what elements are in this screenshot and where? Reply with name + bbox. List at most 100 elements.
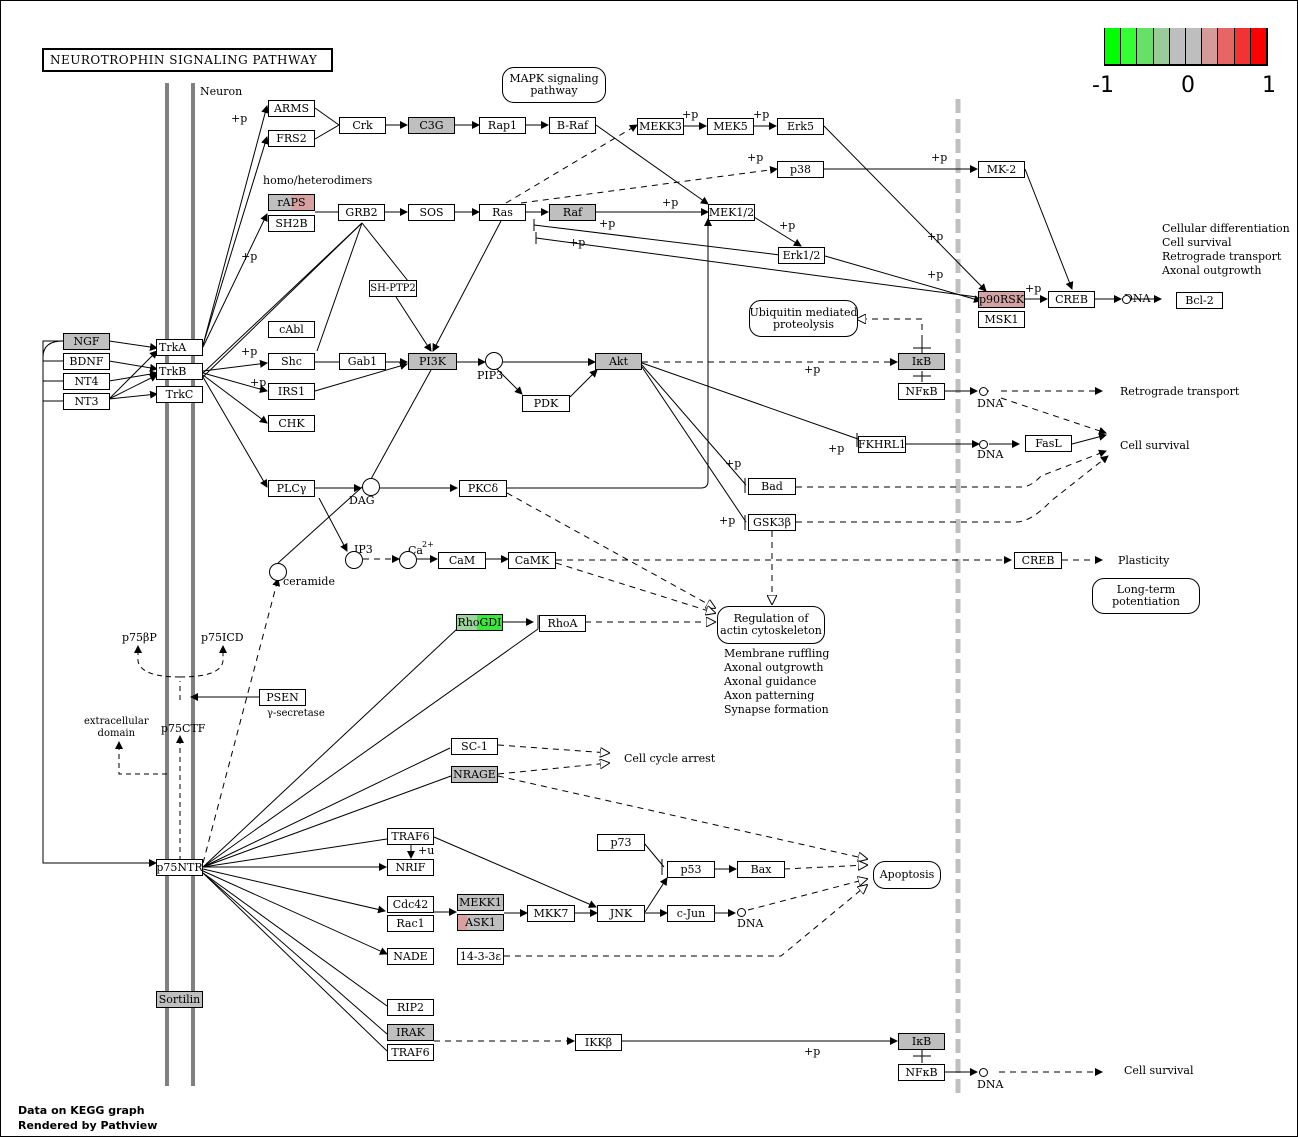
gene-node-psen[interactable]: PSEN [259, 689, 306, 706]
gene-node-fasl[interactable]: FasL [1025, 435, 1072, 452]
gene-node-bcl2[interactable]: Bcl-2 [1176, 292, 1223, 309]
gene-node-bad[interactable]: Bad [748, 478, 796, 495]
gene-node-sc1[interactable]: SC-1 [451, 738, 498, 755]
gene-node-p90rsk[interactable]: p90RSK [978, 291, 1025, 308]
phosphorylation-label: +p [662, 196, 679, 209]
pathway-link-apoptosis[interactable]: Apoptosis [873, 861, 941, 889]
gene-node-mek12[interactable]: MEK1/2 [708, 204, 755, 221]
gene-node-ngf[interactable]: NGF [63, 333, 110, 350]
gene-node-rhoa[interactable]: RhoA [539, 615, 586, 632]
dag-label: DAG [349, 494, 375, 507]
gene-node-creb[interactable]: CREB [1048, 291, 1095, 308]
gene-node-mk2[interactable]: MK-2 [978, 161, 1025, 178]
gene-node-ras[interactable]: Ras [479, 204, 526, 221]
gene-node-trka[interactable]: TrkA [156, 339, 203, 356]
cell-cycle-arrest-label: Cell cycle arrest [624, 752, 716, 765]
gene-node-14-3-3e[interactable]: 14-3-3ε [457, 948, 504, 965]
gene-node-bax[interactable]: Bax [737, 861, 785, 878]
gene-node-pdk[interactable]: PDK [522, 395, 570, 412]
pathway-link-actin[interactable]: Regulation of actin cytoskeleton [717, 606, 825, 644]
gene-node-nrage[interactable]: NRAGE [451, 766, 498, 783]
gene-node-irs1[interactable]: IRS1 [268, 383, 315, 400]
gene-node-nt3[interactable]: NT3 [63, 393, 110, 410]
pathway-title: NEUROTROPHIN SIGNALING PATHWAY [42, 48, 333, 72]
gene-node-grb2[interactable]: GRB2 [338, 204, 385, 221]
p75ctf-label: p75CTF [161, 722, 206, 735]
pathway-link-ubiquitin[interactable]: Ubiquitin mediated proteolysis [749, 300, 858, 337]
gene-node-chk[interactable]: CHK [268, 415, 315, 432]
gene-node-pi3k[interactable]: PI3K [408, 353, 457, 370]
gene-node-shptp2[interactable]: SH-PTP2 [369, 280, 417, 297]
legend-swatch [1217, 28, 1234, 64]
gene-node-nt4[interactable]: NT4 [63, 373, 110, 390]
gene-node-trkb[interactable]: TrkB [156, 363, 203, 380]
gene-node-gab1[interactable]: Gab1 [339, 353, 386, 370]
gene-node-msk1[interactable]: MSK1 [978, 311, 1025, 328]
gene-node-nfkb[interactable]: NFκB [898, 383, 945, 400]
phosphorylation-label: +p [931, 151, 948, 164]
plasticity-label: Plasticity [1118, 554, 1170, 567]
gene-node-p75ntr[interactable]: p75NTR [156, 859, 203, 876]
gene-node-shc[interactable]: Shc [268, 353, 315, 370]
gene-node-cabl[interactable]: cAbl [268, 321, 315, 338]
gene-node-rip2[interactable]: RIP2 [387, 999, 434, 1016]
gene-node-traf6[interactable]: TRAF6 [387, 1044, 434, 1061]
gene-node-nade[interactable]: NADE [387, 948, 434, 965]
gene-node-p38[interactable]: p38 [777, 161, 824, 178]
gene-node-rac1[interactable]: Rac1 [387, 915, 434, 932]
gene-node-cjun[interactable]: c-Jun [667, 905, 715, 922]
gene-node-rhogdi[interactable]: RhoGDI [456, 614, 503, 631]
gene-node-trkc[interactable]: TrkC [156, 386, 203, 403]
gene-node-erk12[interactable]: Erk1/2 [778, 247, 825, 264]
gene-node-sos[interactable]: SOS [408, 204, 455, 221]
gene-node-pkcd[interactable]: PKCδ [459, 480, 507, 497]
gene-node-c3g[interactable]: C3G [408, 117, 455, 134]
gene-node-fkhrl1[interactable]: FKHRL1 [858, 436, 906, 453]
phosphorylation-label: +p [927, 230, 944, 243]
legend-swatch [1201, 28, 1218, 64]
phosphorylation-label: +p [599, 217, 616, 230]
phosphorylation-label: +p [804, 363, 821, 376]
gene-node-mek5[interactable]: MEK5 [707, 118, 754, 135]
dna-node [1122, 295, 1131, 304]
pathway-link-mapk[interactable]: MAPK signaling pathway [502, 67, 606, 103]
gene-node-ikb[interactable]: IκB [898, 1033, 945, 1050]
pathway-link-ltp[interactable]: Long-term potentiation [1092, 578, 1200, 614]
gene-node-nfkb[interactable]: NFκB [898, 1064, 945, 1081]
gene-node-ikkb[interactable]: IKKβ [575, 1034, 622, 1051]
gene-node-jnk[interactable]: JNK [597, 905, 645, 922]
gene-node-ikb[interactable]: IκB [898, 353, 945, 370]
gene-node-sh2b[interactable]: SH2B [268, 215, 315, 232]
gene-node-raf[interactable]: Raf [549, 204, 596, 221]
gene-node-camk[interactable]: CaMK [508, 552, 556, 569]
legend-tick-min: -1 [1092, 73, 1114, 98]
gene-node-braf[interactable]: B-Raf [549, 117, 596, 134]
gene-node-plcy[interactable]: PLCγ [268, 480, 315, 497]
calcium-compound [399, 551, 417, 569]
legend-swatch [1249, 28, 1269, 64]
gene-node-p73[interactable]: p73 [597, 834, 645, 851]
gene-node-erk5[interactable]: Erk5 [777, 118, 824, 135]
gene-node-arms[interactable]: ARMS [268, 100, 315, 117]
gene-node-crk[interactable]: Crk [339, 117, 386, 134]
gene-node-sortilin[interactable]: Sortilin [156, 991, 203, 1008]
cell-survival-label: Cell survival [1124, 1064, 1194, 1077]
dna-label: DNA [977, 1078, 1004, 1091]
gene-node-ask1[interactable]: ASK1 [457, 914, 504, 931]
gene-node-cdc42[interactable]: Cdc42 [387, 896, 434, 913]
gene-node-akt[interactable]: Akt [595, 353, 642, 370]
gene-node-mekk3[interactable]: MEKK3 [637, 118, 684, 135]
gene-node-bdnf[interactable]: BDNF [63, 353, 110, 370]
gene-node-creb[interactable]: CREB [1014, 552, 1062, 569]
gene-node-cam[interactable]: CaM [438, 552, 486, 569]
gene-node-frs2[interactable]: FRS2 [268, 130, 315, 147]
gene-node-p53[interactable]: p53 [667, 861, 715, 878]
gene-node-gsk3b[interactable]: GSK3β [748, 514, 796, 531]
gene-node-traf6[interactable]: TRAF6 [387, 828, 434, 845]
gene-node-mekk1[interactable]: MEKK1 [457, 894, 504, 911]
gene-node-raps[interactable]: rAPS [268, 194, 315, 211]
gene-node-mkk7[interactable]: MKK7 [527, 905, 575, 922]
gene-node-nrif[interactable]: NRIF [387, 859, 434, 876]
gene-node-irak[interactable]: IRAK [387, 1024, 434, 1041]
gene-node-rap1[interactable]: Rap1 [479, 117, 526, 134]
